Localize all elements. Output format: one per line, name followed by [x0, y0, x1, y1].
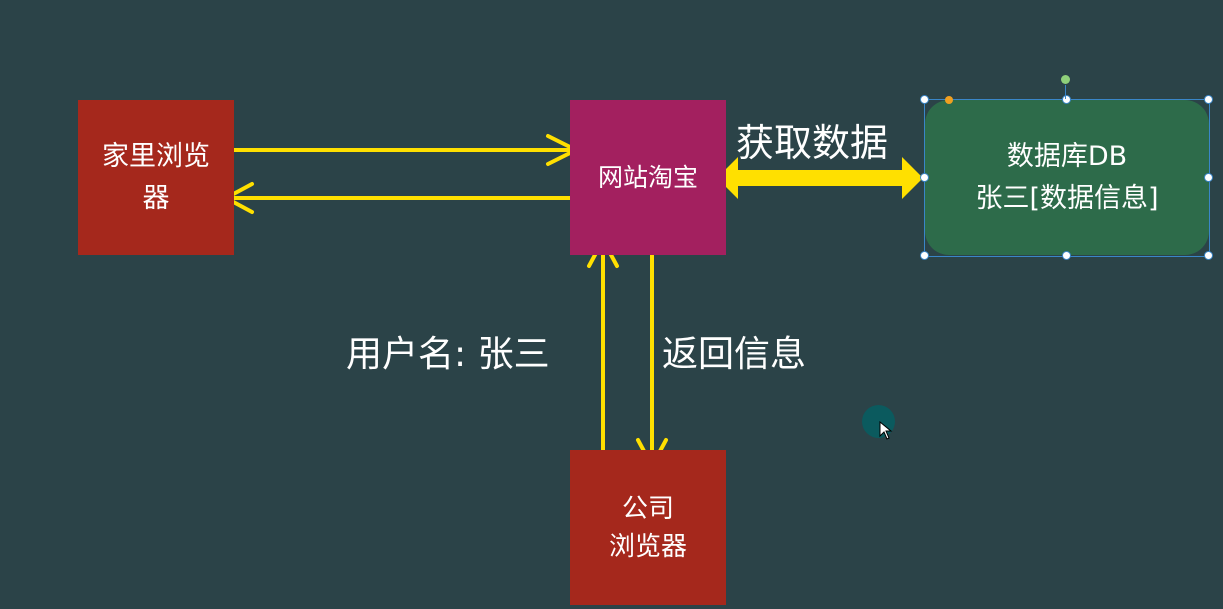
resize-handle-sw[interactable]: [920, 251, 929, 260]
home-browser-line2: 器: [142, 182, 170, 214]
resize-handle-n[interactable]: [1062, 95, 1071, 104]
website-label: 网站淘宝: [597, 162, 698, 192]
resize-handle-se[interactable]: [1204, 251, 1213, 260]
home-browser-line1: 家里浏览: [102, 140, 210, 172]
resize-handle-s[interactable]: [1062, 251, 1071, 260]
office-browser-line1: 公司: [621, 493, 674, 524]
cursor-highlight: [862, 405, 895, 438]
database-node[interactable]: 数据库DB 张三[数据信息]: [925, 100, 1209, 255]
username-label: 用户名: 张三: [346, 334, 550, 375]
office-browser-node[interactable]: 公司 浏览器: [570, 450, 726, 605]
rotate-handle[interactable]: [1061, 75, 1070, 84]
resize-handle-w[interactable]: [920, 173, 929, 182]
arrow-fetch-data: [717, 157, 923, 199]
home-browser-node[interactable]: 家里浏览 器: [78, 100, 234, 255]
office-browser-line2: 浏览器: [608, 531, 687, 562]
mouse-cursor-icon: [879, 421, 893, 440]
corner-radius-handle[interactable]: [945, 96, 953, 104]
resize-handle-nw[interactable]: [920, 95, 929, 104]
fetch-data-label: 获取数据: [736, 121, 889, 165]
website-node[interactable]: 网站淘宝: [570, 100, 726, 255]
return-info-label: 返回信息: [662, 334, 807, 375]
database-line1: 数据库DB: [1006, 140, 1128, 172]
database-line2: 张三[数据信息]: [975, 182, 1159, 214]
resize-handle-ne[interactable]: [1204, 95, 1213, 104]
resize-handle-e[interactable]: [1204, 173, 1213, 182]
rotate-handle-stem: [1065, 85, 1066, 99]
